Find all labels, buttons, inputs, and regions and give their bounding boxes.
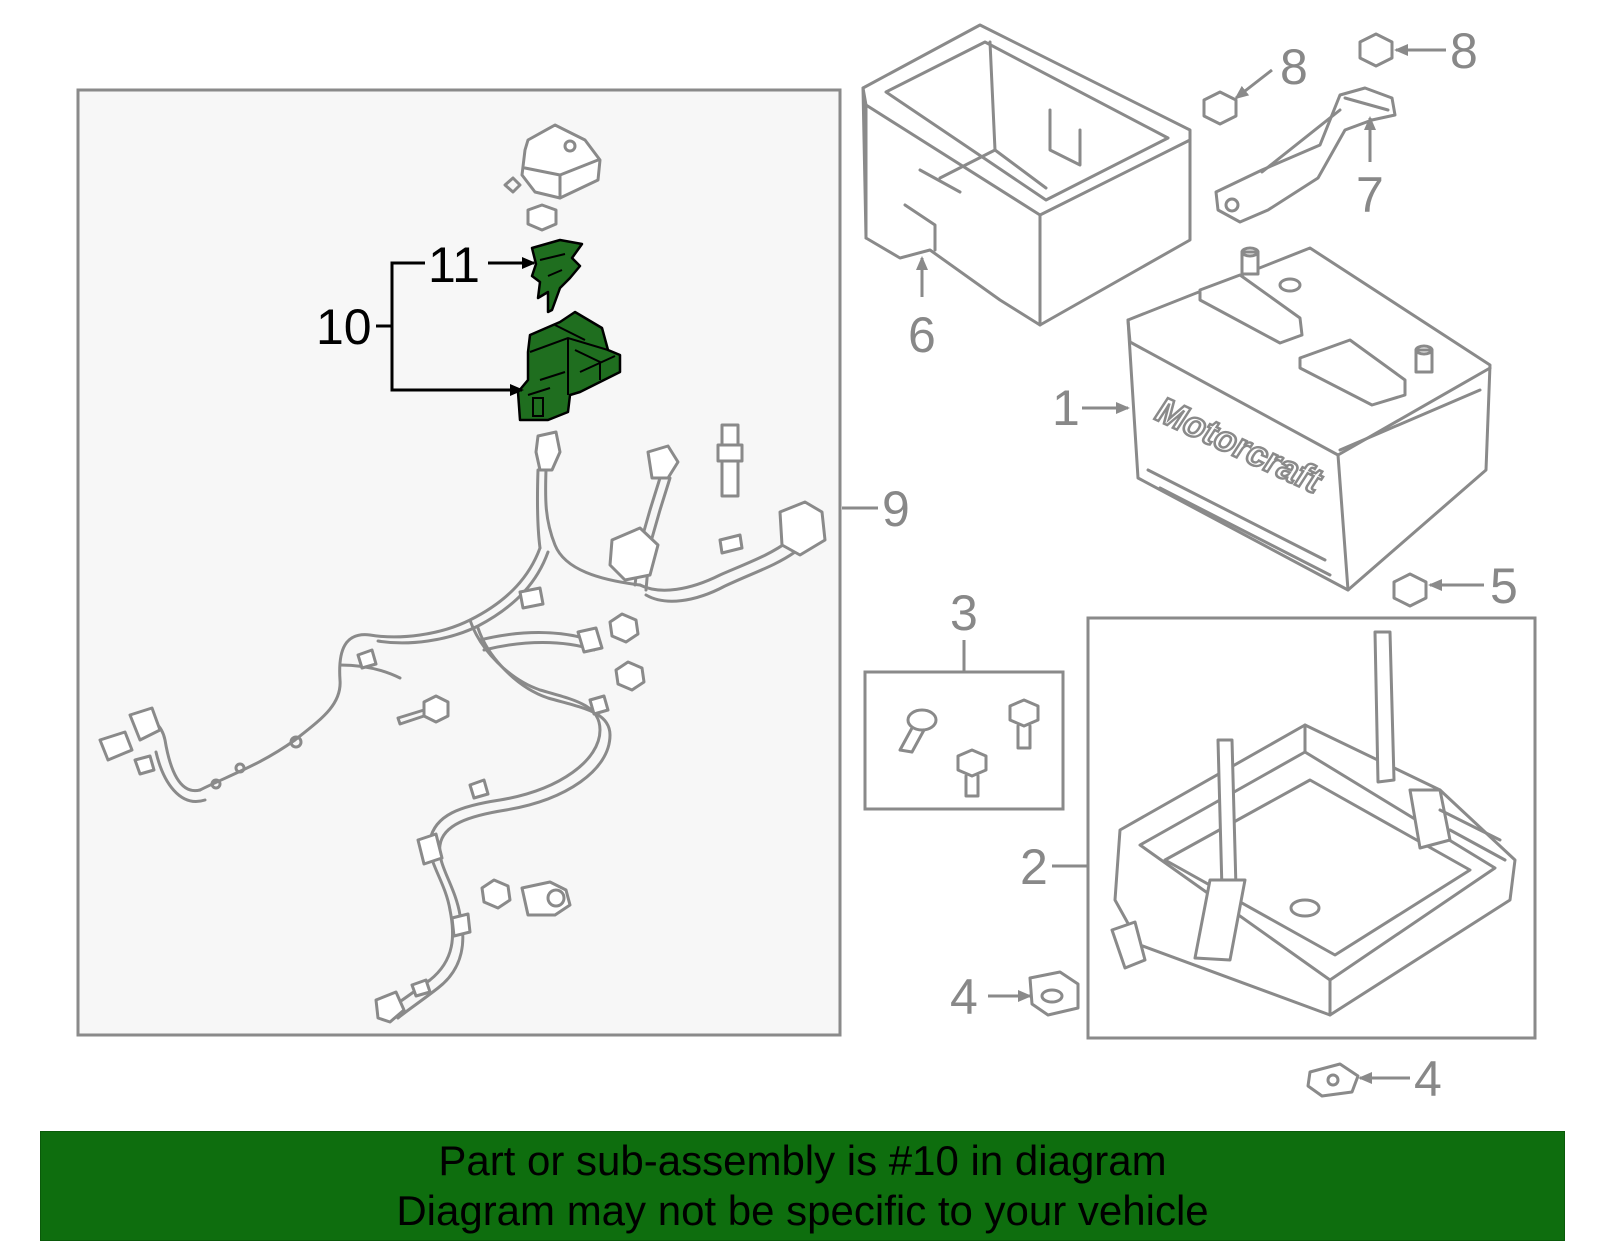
terminal-lug-2 <box>646 444 680 480</box>
part-2-battery-tray <box>1086 616 1537 1040</box>
callout-7: 7 <box>1356 167 1384 223</box>
stud <box>716 423 744 498</box>
callout-3: 3 <box>950 585 978 641</box>
bolt-1 <box>396 694 450 726</box>
nut-3 <box>480 878 512 910</box>
bolt-3 <box>956 748 988 798</box>
part-8-nut-left <box>1202 90 1238 126</box>
part-1-battery: Motorcraft <box>1126 246 1492 592</box>
callout-4a: 4 <box>950 969 978 1025</box>
junction-cover <box>503 123 602 200</box>
callout-8b: 8 <box>1450 23 1478 79</box>
harness-panel <box>76 88 842 1037</box>
banner-line-2: Diagram may not be specific to your vehi… <box>396 1187 1209 1234</box>
callout-6: 6 <box>908 307 936 363</box>
callout-11: 11 <box>428 237 480 293</box>
callout-5: 5 <box>1490 558 1518 614</box>
bolt-2 <box>1008 698 1040 750</box>
screw-1 <box>898 708 938 754</box>
part-6-battery-box <box>861 23 1192 327</box>
terminal-lug <box>534 430 562 472</box>
nut-1 <box>608 612 640 644</box>
callout-2: 2 <box>1020 839 1048 895</box>
part-4-clip-b <box>1306 1062 1360 1098</box>
sensor <box>520 880 572 917</box>
callout-9: 9 <box>882 481 910 537</box>
small-nut <box>526 203 558 232</box>
info-banner: Part or sub-assembly is #10 in diagram D… <box>40 1131 1565 1241</box>
banner-line-1: Part or sub-assembly is #10 in diagram <box>438 1137 1167 1184</box>
callout-labels: 1 2 3 4 4 5 6 7 8 8 9 10 11 <box>316 23 1518 1107</box>
leader-lines <box>376 44 1484 1084</box>
part-5-nut <box>1392 572 1428 608</box>
part-8-nut-top <box>1358 32 1394 68</box>
callout-10: 10 <box>316 299 372 355</box>
callout-8a: 8 <box>1280 39 1308 95</box>
connectors <box>98 500 827 1024</box>
callout-4b: 4 <box>1414 1051 1442 1107</box>
part-11-bracket <box>530 238 584 314</box>
part-4-clip-a <box>1028 970 1080 1017</box>
part-7-hold-down <box>1214 86 1397 224</box>
nut-2 <box>614 660 646 692</box>
part-3-fastener-kit <box>863 670 1065 811</box>
callout-1: 1 <box>1052 380 1080 436</box>
